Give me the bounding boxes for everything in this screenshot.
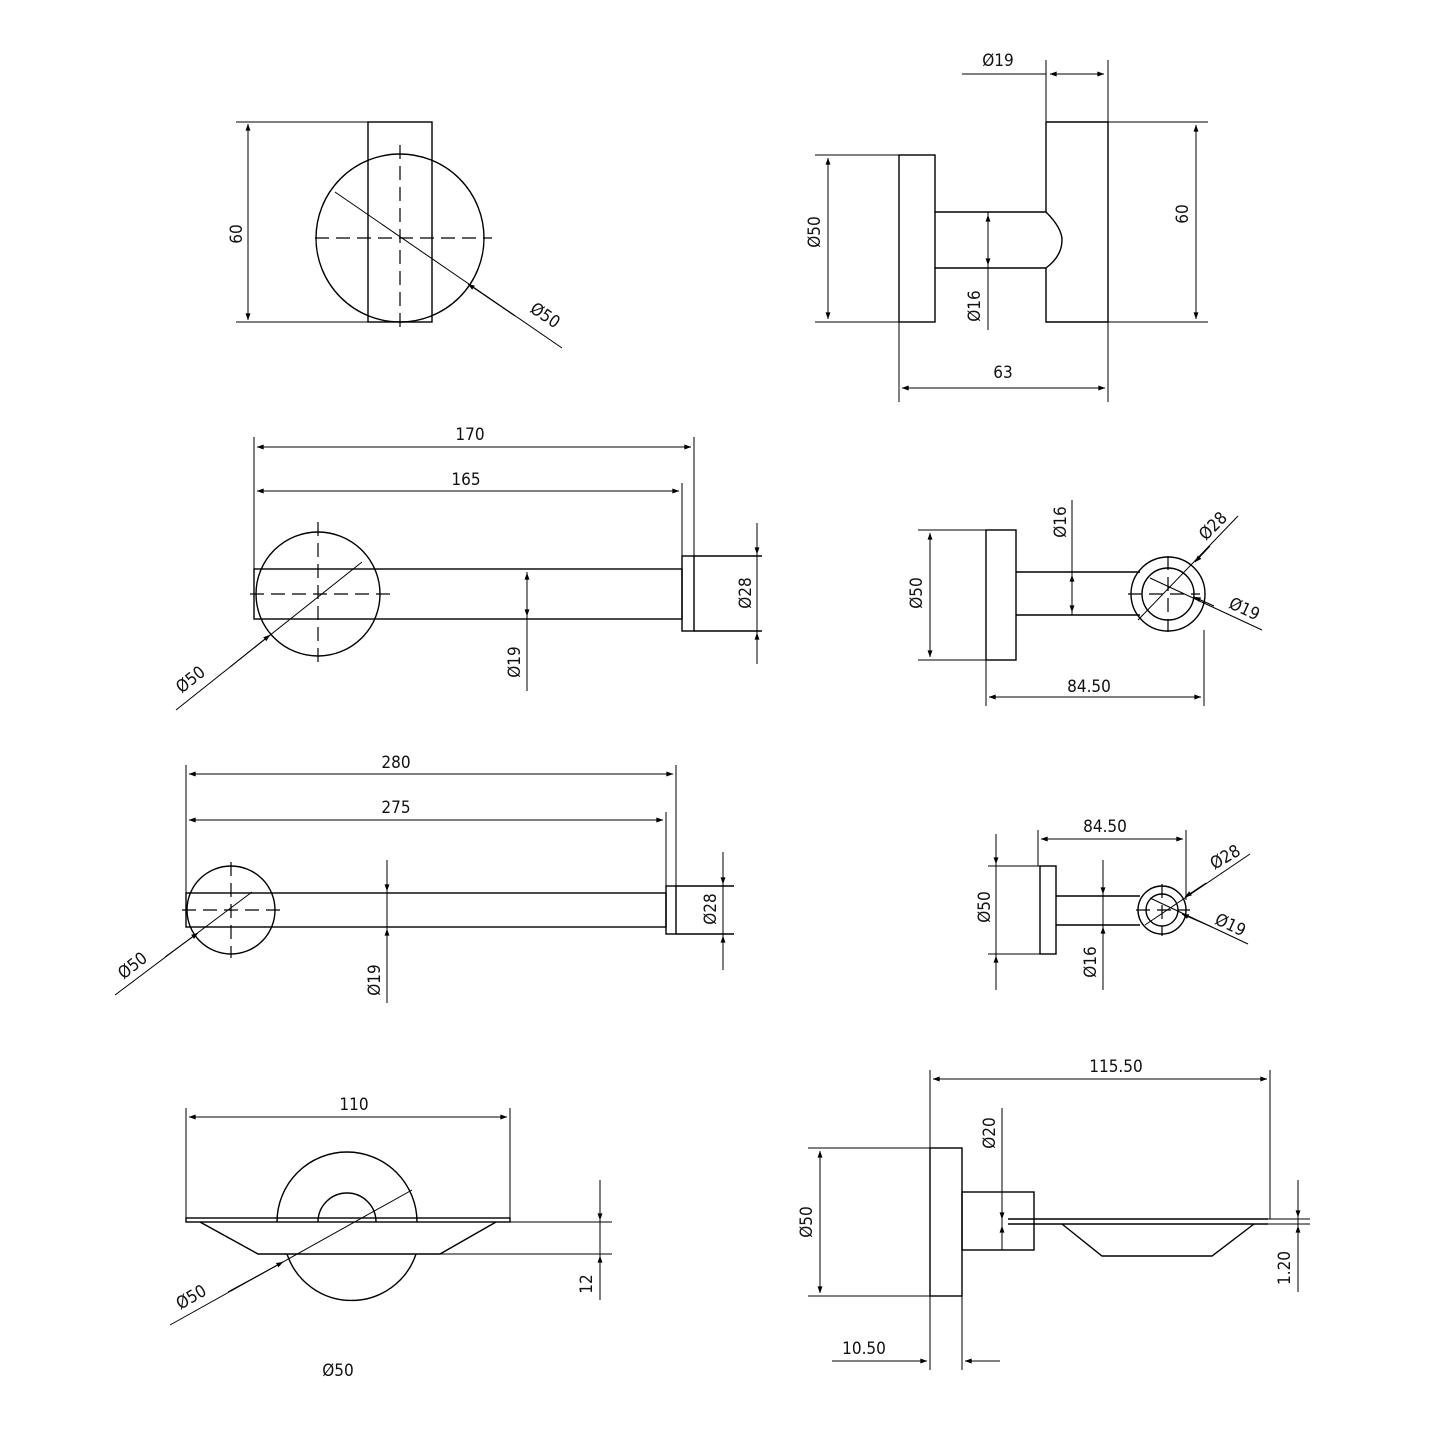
dim-1-20: 1.20 xyxy=(1275,1251,1295,1285)
dim-height: 60 xyxy=(1173,204,1193,223)
dim-d16: Ø16 xyxy=(1081,946,1101,978)
dim-d50: Ø50 xyxy=(114,948,151,983)
dim-d16: Ø16 xyxy=(1051,506,1071,538)
dim-84-50: 84.50 xyxy=(1067,677,1111,697)
dim-d50: Ø50 xyxy=(805,216,825,248)
dim-diameter: Ø50 xyxy=(526,299,563,333)
view-5-bar-280-front: 280 275 Ø28 Ø19 Ø50 xyxy=(114,753,734,1003)
dim-170: 170 xyxy=(455,425,484,445)
dim-110: 110 xyxy=(339,1095,368,1115)
dim-d19: Ø19 xyxy=(365,964,385,996)
dim-d50-bottom: Ø50 xyxy=(322,1361,354,1381)
dim-d50: Ø50 xyxy=(173,1281,210,1314)
dim-d19: Ø19 xyxy=(1212,910,1249,941)
dim-height: 60 xyxy=(227,224,247,243)
dim-84-50: 84.50 xyxy=(1083,817,1127,837)
dim-d28: Ø28 xyxy=(1207,841,1244,874)
dim-d50: Ø50 xyxy=(797,1206,817,1238)
dim-d19: Ø19 xyxy=(505,646,525,678)
dim-165: 165 xyxy=(451,470,480,490)
dim-115-50: 115.50 xyxy=(1089,1057,1143,1077)
dim-d16: Ø16 xyxy=(965,290,985,322)
dim-d28: Ø28 xyxy=(1195,508,1231,544)
view-4-bar-170-side: Ø16 Ø28 Ø50 Ø19 84.50 xyxy=(907,500,1263,706)
dim-d50: Ø50 xyxy=(907,577,927,609)
dim-d19: Ø19 xyxy=(982,51,1014,71)
dim-depth: 63 xyxy=(993,363,1012,383)
view-8-soap-dish-side: 115.50 Ø20 Ø50 1.20 10.50 xyxy=(797,1057,1310,1370)
dim-12: 12 xyxy=(577,1274,597,1293)
view-6-bar-280-side: 84.50 Ø28 Ø50 Ø19 Ø16 xyxy=(975,817,1251,990)
view-7-soap-dish-front: 110 Ø50 12 Ø50 xyxy=(169,1095,612,1381)
dim-280: 280 xyxy=(381,753,410,773)
dim-d28: Ø28 xyxy=(736,577,756,609)
dim-d20: Ø20 xyxy=(980,1117,1000,1149)
view-3-bar-170-front: 170 165 Ø28 Ø19 Ø50 xyxy=(172,425,762,711)
dim-d50: Ø50 xyxy=(975,891,995,923)
view-2-hook-side: Ø19 Ø50 Ø16 60 63 xyxy=(805,51,1208,402)
dim-d19: Ø19 xyxy=(1226,594,1263,625)
view-1-hook-front: 60 Ø50 xyxy=(227,121,563,349)
dim-10-50: 10.50 xyxy=(842,1339,886,1359)
dim-d50: Ø50 xyxy=(172,662,209,697)
dim-275: 275 xyxy=(381,798,410,818)
dim-d28: Ø28 xyxy=(701,893,721,925)
